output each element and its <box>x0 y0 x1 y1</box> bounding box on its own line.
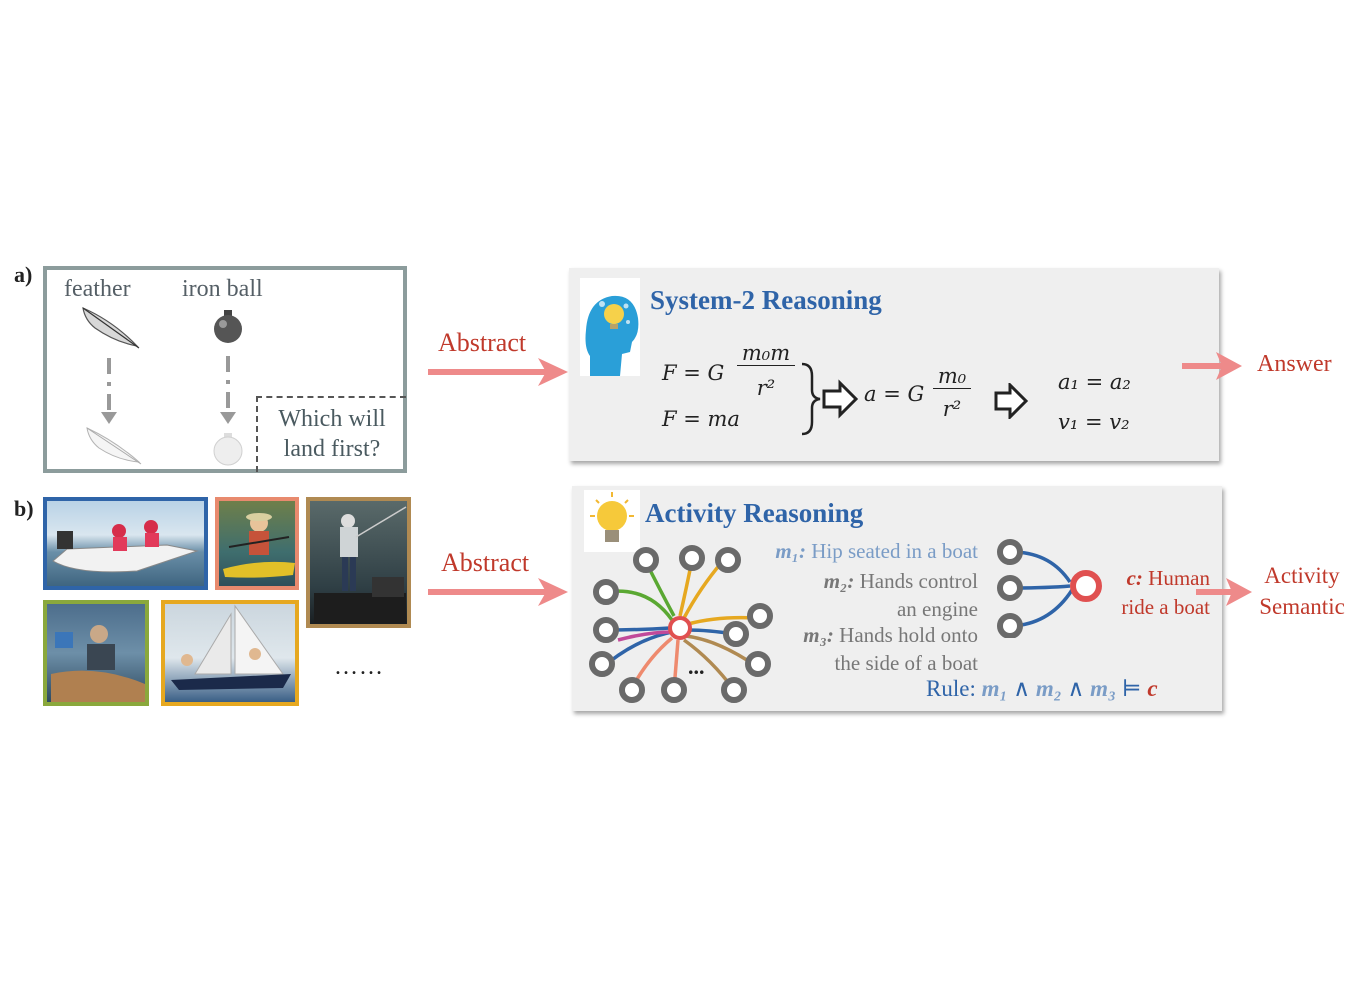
acceleration-equation-denominator: r² <box>942 397 962 421</box>
abstract-arrow-top <box>428 358 568 386</box>
abstract-label-top: Abstract <box>438 328 527 357</box>
panel-label-a: a) <box>14 262 33 287</box>
rule-and-2: ∧ <box>1067 676 1085 701</box>
feather-fallen-icon <box>86 427 142 465</box>
head-lightbulb-icon <box>580 278 640 376</box>
acceleration-equation-lhs: a = G <box>864 382 925 406</box>
c-text-line2: ride a boat <box>1121 595 1210 619</box>
photo-sailor <box>43 600 149 706</box>
activity-semantic-label: Activity Semantic <box>1250 560 1354 622</box>
ball-fall-arrow <box>220 356 236 424</box>
abstract-label-bottom: Abstract <box>441 548 530 577</box>
iron-ball-fallen-icon <box>213 433 243 466</box>
m2-text-line2: an engine <box>896 597 978 621</box>
iron-ball-label: iron ball <box>182 276 263 302</box>
kayak-illustration <box>223 513 295 578</box>
c-definition: c: Human ride a boat <box>1100 564 1210 622</box>
feather-icon <box>82 307 140 349</box>
rule-and-1: ∧ <box>1013 676 1031 701</box>
iron-ball-icon <box>214 310 242 343</box>
brace-and-implies <box>801 362 859 436</box>
question-box: Which will land first? <box>256 396 406 472</box>
activity-reasoning-panel <box>572 486 1222 711</box>
feather-fall-arrow <box>101 358 117 424</box>
c-symbol: c: <box>1126 566 1143 590</box>
rule-m1: m₁ <box>981 676 1008 701</box>
rule-prefix: Rule: <box>926 676 976 701</box>
m1-text: Hip seated in a boat <box>811 539 978 563</box>
rule-m2: m₂ <box>1035 676 1062 701</box>
answer-arrow <box>1182 352 1242 380</box>
photo-kayak <box>215 497 299 590</box>
activity-semantic-arrow <box>1196 578 1252 606</box>
c-text-line1: Human <box>1148 566 1210 590</box>
photo-fishing-boat <box>306 497 411 628</box>
more-photos-ellipsis: …… <box>334 654 384 680</box>
newton-equation: F = ma <box>662 407 740 431</box>
m1-symbol: m₁: <box>775 539 806 563</box>
primitive-graph <box>589 545 773 703</box>
gravity-equation-denominator: r² <box>756 376 776 400</box>
activity-semantic-line2: Semantic <box>1259 594 1345 619</box>
rule-graph <box>997 539 1102 638</box>
m3-text-line2: the side of a boat <box>834 651 978 675</box>
implies-arrow-icon <box>994 383 1029 419</box>
system2-title: System-2 Reasoning <box>650 285 882 315</box>
m2-definition: m₂: Hands control an engine <box>746 567 978 623</box>
powerboat-illustration <box>52 520 199 573</box>
sailor-illustration <box>51 625 145 702</box>
m2-text-line1: Hands control <box>859 569 978 593</box>
velocity-equality: v₁ = v₂ <box>1058 410 1130 434</box>
abstract-arrow-bottom <box>428 578 568 606</box>
fall-illustration <box>82 307 243 466</box>
m3-definition: m₃: Hands hold onto the side of a boat <box>746 621 978 677</box>
gravity-equation-lhs: F = G <box>662 361 725 385</box>
activity-semantic-line1: Activity <box>1264 563 1340 588</box>
m3-symbol: m₃: <box>803 623 834 647</box>
answer-label: Answer <box>1257 351 1332 377</box>
m3-text-line1: Hands hold onto <box>839 623 978 647</box>
system2-reasoning-panel <box>569 268 1219 461</box>
question-line-1: Which will <box>278 406 386 432</box>
acceleration-equation-numerator: m₀ <box>933 364 971 389</box>
photo-sailboat <box>161 600 299 706</box>
rule-line: Rule: m₁ ∧ m₂ ∧ m₃ ⊨ c <box>926 676 1158 702</box>
panel-label-b: b) <box>14 496 34 521</box>
rule-c: c <box>1147 676 1158 701</box>
photo-powerboat <box>43 497 208 590</box>
fishing-boat-illustration <box>314 506 407 623</box>
rule-m3: m₃ <box>1090 676 1117 701</box>
lightbulb-icon <box>584 490 640 552</box>
m1-definition: m₁: Hip seated in a boat <box>746 537 978 565</box>
rule-models: ⊨ <box>1121 676 1142 701</box>
activity-title: Activity Reasoning <box>645 498 864 528</box>
gravity-equation-numerator: m₀m <box>737 341 795 366</box>
sailboat-illustration <box>171 604 291 690</box>
acceleration-equality: a₁ = a₂ <box>1058 370 1131 394</box>
graph-ellipsis: ... <box>688 654 705 679</box>
m2-symbol: m₂: <box>823 569 855 593</box>
question-line-2: land first? <box>283 436 381 462</box>
feather-label: feather <box>64 276 131 302</box>
